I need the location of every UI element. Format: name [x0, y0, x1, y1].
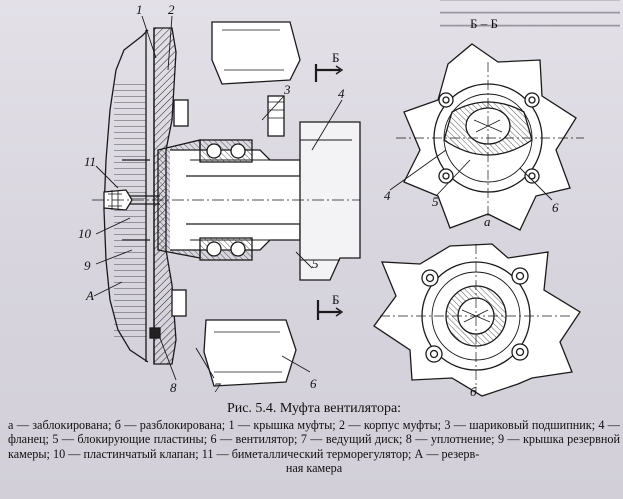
section-mark-top	[314, 64, 340, 82]
section-view	[92, 15, 361, 387]
view-a-locked	[389, 43, 584, 231]
ball-bearing-top	[199, 139, 253, 163]
label-a-5: 5	[432, 194, 439, 209]
view-b-unlocked	[373, 243, 581, 397]
label-2: 2	[168, 2, 175, 17]
fan-clutch-figure: 1 2 3 4 5 6 7 8 9 10 11 А Б Б Б – Б 4 5 …	[78, 2, 584, 399]
label-B-bottom: Б	[332, 292, 339, 307]
label-5: 5	[312, 256, 319, 271]
fan-blade-top	[211, 21, 301, 85]
label-6: 6	[310, 376, 317, 391]
ball-bearing-bottom	[199, 237, 253, 261]
label-A: А	[85, 288, 94, 303]
label-4: 4	[338, 86, 345, 101]
label-view-b: б	[470, 384, 477, 399]
label-8: 8	[170, 380, 177, 395]
label-view-a: а	[484, 214, 491, 229]
cover-fins	[114, 80, 146, 340]
section-mark-bottom	[316, 300, 340, 320]
seal	[149, 327, 161, 339]
caption-title: Рис. 5.4. Муфта вентилятора:	[226, 401, 402, 416]
fan-blade-bottom	[203, 319, 297, 387]
label-section: Б – Б	[470, 16, 498, 31]
label-1: 1	[136, 2, 143, 17]
figure-caption: Рис. 5.4. Муфта вентилятора: а — заблоки…	[8, 401, 620, 476]
label-7: 7	[214, 380, 221, 395]
flange	[299, 121, 361, 281]
caption-body: а — заблокирована; б — разблокирована; 1…	[8, 417, 620, 461]
label-9: 9	[84, 258, 91, 273]
label-11: 11	[84, 154, 96, 169]
label-a-4: 4	[384, 188, 391, 203]
bleed-through-text: ▔▔▔▔▔▔▔▔▔▔▔▔▔▔▔▔▔▔▔▔▔▔ ▔▔▔▔▔▔▔▔▔▔▔▔▔▔▔▔▔…	[440, 0, 620, 38]
caption-last-line: ная камера	[285, 461, 343, 475]
label-10: 10	[78, 226, 92, 241]
label-3: 3	[283, 82, 291, 97]
bolt-left-bottom	[171, 289, 187, 317]
bolt-top	[267, 95, 285, 137]
bolt-left-top	[173, 99, 189, 127]
label-B-top: Б	[332, 50, 339, 65]
label-a-6: 6	[552, 200, 559, 215]
